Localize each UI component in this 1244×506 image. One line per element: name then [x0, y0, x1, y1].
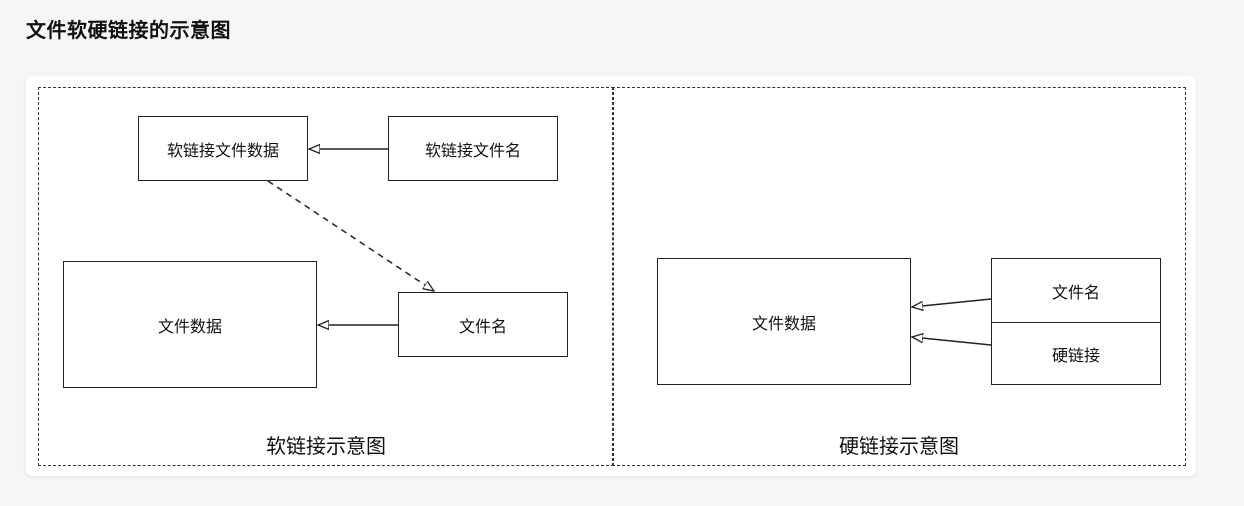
hard-link-node: 硬链接: [991, 322, 1161, 385]
soft-link-file-data-node: 软链接文件数据: [138, 116, 308, 181]
soft-file-data-node: 文件数据: [63, 261, 317, 388]
hard-link-caption: 硬链接示意图: [839, 434, 959, 458]
hard-file-data-node: 文件数据: [657, 258, 911, 385]
soft-file-name-node: 文件名: [398, 292, 568, 357]
page-title: 文件软硬链接的示意图: [26, 18, 231, 42]
soft-link-region: [38, 87, 614, 466]
soft-link-file-name-node: 软链接文件名: [388, 116, 558, 181]
hard-file-name-node: 文件名: [991, 258, 1161, 323]
soft-link-caption: 软链接示意图: [266, 434, 386, 458]
hard-link-region: [612, 87, 1186, 466]
